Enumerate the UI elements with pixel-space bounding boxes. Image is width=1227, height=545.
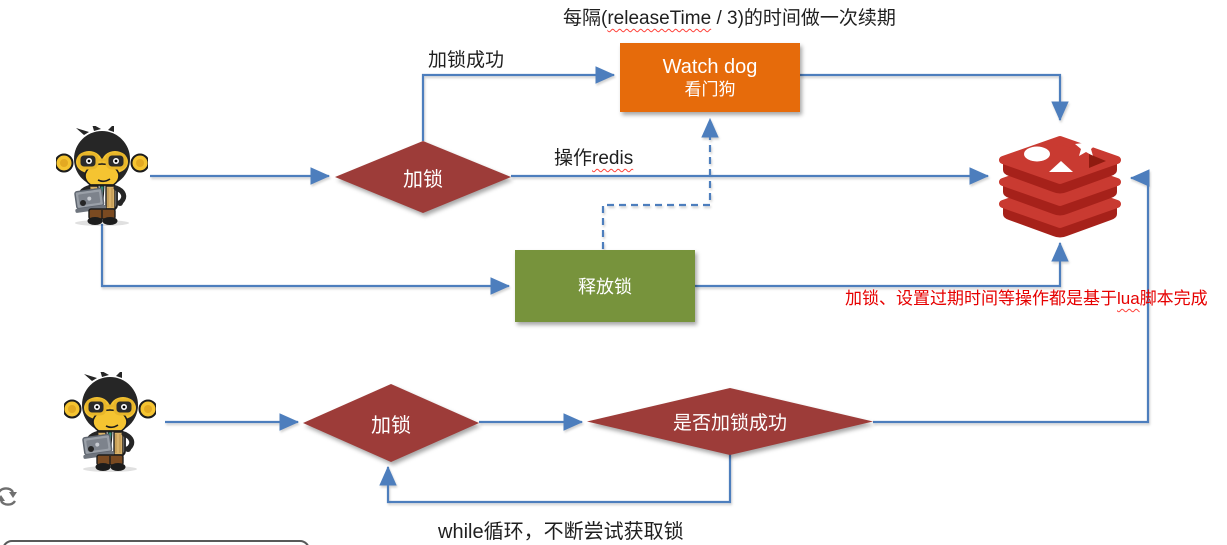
release-lock-label: 释放锁 [578, 277, 632, 297]
renew-note-post: / 3)的时间做一次续期 [711, 8, 896, 29]
lock-check-label: 是否加锁成功 [587, 388, 873, 455]
renew-note: 每隔(releaseTime / 3)的时间做一次续期 [563, 3, 896, 30]
operate-redis-underlined: redis [592, 148, 634, 169]
watchdog-subtitle: 看门狗 [684, 79, 736, 99]
programmer-monkey-icon[interactable] [62, 370, 158, 472]
redis-database-icon[interactable] [993, 126, 1127, 238]
operate-redis-label: 操作redis [554, 143, 633, 170]
while-note: while循环，不断尝试获取锁 [438, 521, 684, 543]
lock-top-label: 加锁 [335, 141, 511, 213]
release-lock-node[interactable]: 释放锁 [515, 250, 695, 322]
lua-note-underlined: lua [1117, 289, 1140, 308]
renew-note-underlined: releaseTime [607, 8, 712, 29]
arrow-watchdog-to-redis [800, 73, 1069, 122]
programmer-monkey-icon[interactable] [54, 124, 150, 226]
lua-note: 加锁、设置过期时间等操作都是基于lua脚本完成 [845, 284, 1208, 309]
arrow-release-to-watchdog-dashed [601, 117, 719, 249]
lock-success-label: 加锁成功 [428, 50, 505, 71]
lock-bottom-label: 加锁 [303, 384, 479, 462]
renew-note-pre: 每隔( [563, 8, 608, 29]
operate-redis-pre: 操作 [554, 148, 593, 169]
watchdog-title: Watch dog [662, 55, 758, 78]
arrow-user-to-release [100, 224, 511, 295]
arrow-release-to-redis [695, 241, 1069, 288]
partial-selected-shape[interactable] [2, 540, 310, 545]
lock-bottom-node[interactable]: 加锁 [303, 384, 479, 462]
lock-top-node[interactable]: 加锁 [335, 141, 511, 213]
watchdog-node[interactable]: Watch dog 看门狗 [620, 43, 800, 112]
lua-note-pre: 加锁、设置过期时间等操作都是基于 [845, 289, 1117, 308]
arrow-lock-to-watchdog [421, 66, 616, 141]
rotate-handle-icon[interactable] [0, 486, 19, 508]
lua-note-post: 脚本完成 [1139, 289, 1208, 308]
lock-check-node[interactable]: 是否加锁成功 [587, 388, 873, 455]
